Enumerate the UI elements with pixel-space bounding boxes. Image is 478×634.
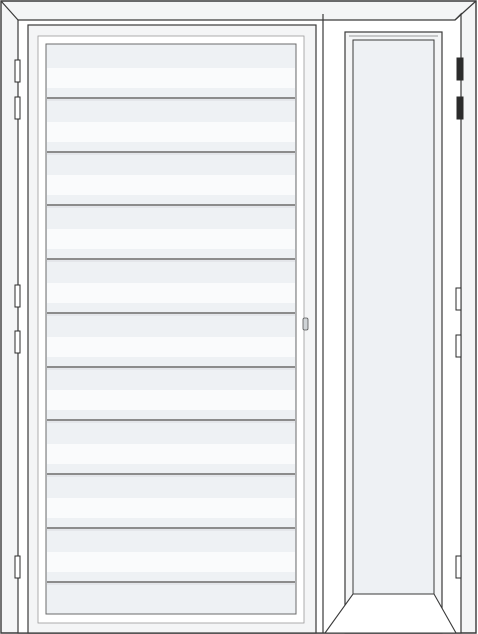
glass-slat bbox=[47, 552, 295, 585]
frame-corner-right bbox=[454, 0, 477, 21]
glass-slat bbox=[47, 390, 295, 423]
glass-slat bbox=[47, 175, 295, 208]
glass-slat bbox=[47, 498, 295, 531]
right-hinge-icon bbox=[455, 334, 462, 358]
side-panel-glass bbox=[352, 39, 435, 595]
slat-highlight bbox=[47, 444, 295, 464]
right-hinge-icon bbox=[455, 555, 462, 579]
door-handle[interactable] bbox=[302, 317, 309, 331]
glass-slat bbox=[47, 122, 295, 155]
hinges bbox=[14, 57, 464, 579]
left-hinge-icon bbox=[14, 59, 21, 83]
frame-corner-left bbox=[0, 0, 19, 21]
glass-slat bbox=[47, 283, 295, 316]
slat-highlight bbox=[47, 283, 295, 303]
slat-highlight bbox=[47, 68, 295, 88]
glass-slat bbox=[47, 68, 295, 101]
side-panel-kickplate bbox=[323, 593, 457, 634]
slat-highlight bbox=[47, 498, 295, 518]
slat-highlight bbox=[47, 175, 295, 195]
slat-highlight bbox=[47, 122, 295, 142]
left-hinge-icon bbox=[14, 96, 21, 120]
glass-slats bbox=[47, 68, 295, 585]
left-hinge-icon bbox=[14, 284, 21, 308]
right-hinge-dark-icon bbox=[456, 57, 464, 81]
glass-slat bbox=[47, 444, 295, 477]
right-hinge-dark-icon bbox=[456, 96, 464, 120]
side-panel bbox=[323, 31, 457, 634]
slat-highlight bbox=[47, 390, 295, 410]
slat-highlight bbox=[47, 552, 295, 572]
left-hinge-icon bbox=[14, 330, 21, 354]
left-hinge-icon bbox=[14, 555, 21, 579]
glass-slat bbox=[47, 337, 295, 370]
right-hinge-icon bbox=[455, 287, 462, 311]
slat-highlight bbox=[47, 229, 295, 249]
main-door bbox=[27, 24, 317, 634]
slat-highlight bbox=[47, 337, 295, 357]
glass-slat bbox=[47, 229, 295, 262]
